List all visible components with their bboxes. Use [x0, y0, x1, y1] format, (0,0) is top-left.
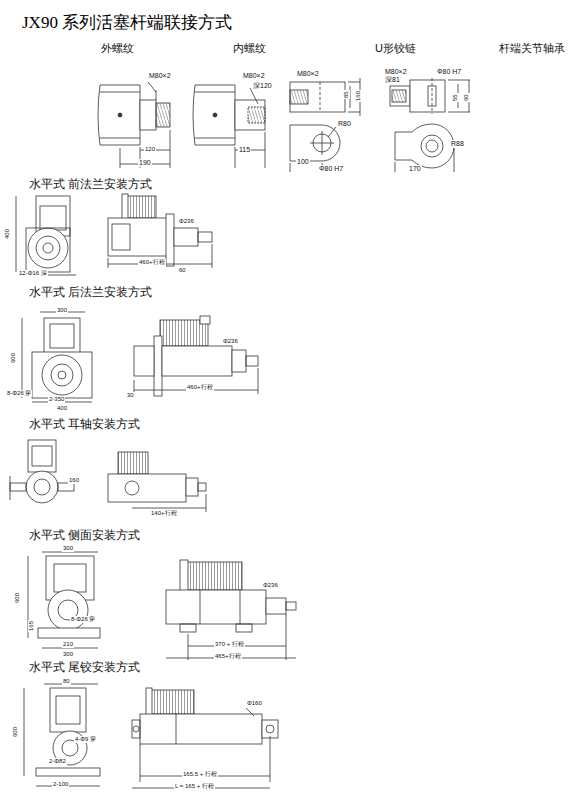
title: JX90 系列活塞杆端联接方式 — [22, 14, 232, 33]
dimension-label: 600 — [12, 726, 19, 738]
dimension-label: 8-Φ26 穿 — [70, 616, 96, 623]
section-heading: 水平式 尾铰安装方式 — [28, 661, 141, 674]
section-heading: 水平式 侧面安装方式 — [28, 529, 141, 542]
dimension-label: 465+行程 — [214, 653, 242, 660]
dimension-label: 165.5 + 行程 — [182, 771, 218, 778]
external-thread-end — [98, 82, 170, 168]
dimension-label: 210 — [62, 641, 74, 648]
dimension-label: 370 + 行程 — [214, 641, 245, 648]
section-heading: 水平式 后法兰安装方式 — [28, 286, 153, 299]
dimension-label: 190 — [138, 159, 152, 167]
section-heading: U形铰链 — [374, 42, 417, 54]
dimension-label: 8-Φ26 穿 — [6, 390, 32, 397]
dimension-label: 600 — [14, 592, 21, 604]
section-heading: 外螺纹 — [100, 42, 135, 54]
dimension-label: M80×2 — [242, 72, 266, 80]
dimension-label: 深120 — [252, 82, 273, 90]
front-flange-mount — [16, 194, 212, 275]
dimension-label: 300 — [62, 651, 74, 658]
dimension-label: 115 — [238, 146, 251, 154]
rod-end-bearing — [390, 78, 470, 172]
dimension-label: 2-Φ82 — [48, 758, 67, 765]
dimension-label: Φ236 — [262, 582, 279, 589]
dimension-label: 100 — [296, 158, 310, 166]
dimension-label: 120 — [144, 146, 156, 153]
dimension-label: 160 — [355, 90, 362, 102]
dimension-label: 400 — [56, 405, 68, 412]
dimension-label: 55 — [452, 93, 459, 102]
dimension-label: 30 — [126, 392, 135, 399]
section-heading: 水平式 前法兰安装方式 — [28, 178, 153, 191]
dimension-label: 460+行程 — [138, 259, 166, 266]
dimension-label: 80 — [62, 678, 71, 685]
dimension-label: M80×2 — [384, 68, 408, 76]
rear-flange-mount — [22, 312, 258, 402]
dimension-label: 85 — [343, 90, 350, 99]
dimension-label: R80 — [337, 120, 352, 128]
section-heading: 水平式 耳轴安装方式 — [28, 418, 141, 431]
section-heading: 内螺纹 — [232, 42, 267, 54]
dimension-label: Φ80 H7 — [318, 165, 344, 173]
trunnion-mount — [10, 440, 206, 512]
clevis-end — [290, 78, 360, 172]
dimension-label: 深81 — [384, 76, 401, 84]
dimension-label: 160 — [68, 477, 80, 484]
dimension-label: 165 — [28, 620, 35, 632]
dimension-label: M80×2 — [296, 70, 320, 78]
dimension-label: 12-Φ16 深 — [18, 270, 48, 277]
dimension-label: 460+行程 — [186, 384, 214, 391]
dimension-label: 60 — [178, 267, 187, 274]
side-mount — [28, 552, 296, 660]
dimension-label: 300 — [62, 545, 74, 552]
tail-hinge-mount — [24, 684, 278, 788]
dimension-label: 2-350 — [48, 396, 65, 403]
internal-thread-end — [193, 85, 265, 168]
dimension-label: Φ80 H7 — [436, 68, 462, 76]
dimension-label: Φ236 — [222, 338, 239, 345]
dimension-label: 4-Φ9 穿 — [74, 736, 97, 743]
dimension-label: 60 — [463, 93, 470, 102]
dimension-label: Φ160 — [246, 700, 263, 707]
dimension-label: L = 165 + 行程 — [174, 783, 215, 790]
dimension-label: M80×2 — [148, 72, 172, 80]
dimension-label: 600 — [10, 352, 17, 364]
dimension-label: Φ236 — [178, 218, 195, 225]
dimension-label: 170 — [408, 165, 422, 173]
dimension-label: 300 — [56, 307, 68, 314]
dimension-label: 2-100 — [52, 781, 69, 788]
dimension-label: 140+行程 — [150, 510, 178, 517]
dimension-label: 400 — [4, 228, 11, 240]
dimension-label: R88 — [450, 140, 465, 148]
section-heading: 杆端关节轴承 — [498, 42, 566, 54]
